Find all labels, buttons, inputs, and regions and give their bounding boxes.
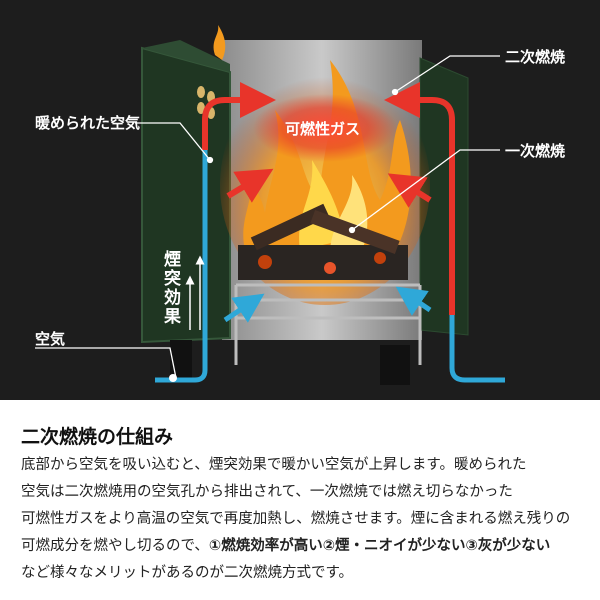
right-air-flow bbox=[449, 315, 505, 383]
right-green-panel bbox=[419, 57, 469, 336]
charcoal-bed bbox=[238, 203, 408, 280]
chimney-effect-arrows bbox=[185, 255, 205, 330]
right-intake-arrow bbox=[395, 286, 432, 316]
combustible-gas-glow bbox=[253, 94, 397, 162]
left-jet-arrow bbox=[226, 168, 274, 203]
label-secondary-burn: 二次燃焼 bbox=[505, 48, 566, 66]
article-body: 底部から空気を吸い込むと、煙突効果で暖かい空気が上昇します。暖められた 空気は二… bbox=[21, 452, 589, 587]
article-section: 二次燃焼の仕組み 底部から空気を吸い込むと、煙突効果で暖かい空気が上昇します。暖… bbox=[0, 400, 600, 600]
left-warm-air-arrow bbox=[202, 82, 276, 150]
merit-less-ash: ③灰が少ない bbox=[465, 538, 551, 554]
right-jet-arrow bbox=[387, 173, 432, 208]
body-line-1: 底部から空気を吸い込むと、煙突効果で暖かい空気が上昇します。暖められた bbox=[21, 457, 527, 473]
body-line-2: 空気は二次燃焼用の空気孔から排出されて、一次燃焼では燃え切らなかった bbox=[21, 484, 513, 500]
body-line-5: など様々なメリットがあるのが二次燃焼方式です。 bbox=[21, 565, 354, 581]
merit-less-smoke: ②煙・ニオイが少ない bbox=[322, 538, 466, 554]
body-line-4: 可燃成分を燃やし切るので、①燃焼効率が高い②煙・ニオイが少ない③灰が少ない bbox=[21, 533, 589, 560]
label-warmed-air: 暖められた空気 bbox=[35, 114, 141, 132]
body-line-4-text: 可燃成分を燃やし切るので、 bbox=[21, 538, 209, 554]
label-primary-burn: 一次燃焼 bbox=[505, 142, 566, 160]
label-combustible-gas: 可燃性ガス bbox=[285, 120, 361, 138]
left-intake-arrow bbox=[223, 293, 265, 323]
left-green-panel bbox=[141, 46, 231, 344]
merit-efficiency: ①燃焼効率が高い bbox=[208, 538, 323, 554]
right-warm-air-arrow bbox=[384, 82, 455, 315]
stove-diagram: 二次燃焼 暖められた空気 可燃性ガス 一次燃焼 煙突効果 空気 bbox=[0, 0, 600, 400]
body-line-3: 可燃性ガスをより高温の空気で再度加熱し、燃焼させます。煙に含まれる燃え残りの bbox=[21, 511, 571, 527]
article-heading: 二次燃焼の仕組み bbox=[21, 426, 174, 448]
label-air: 空気 bbox=[35, 330, 66, 348]
label-chimney-effect: 煙突効果 bbox=[160, 250, 180, 326]
leader-lines bbox=[35, 55, 500, 379]
left-air-flow bbox=[155, 150, 208, 383]
stove-illustration bbox=[35, 25, 505, 385]
